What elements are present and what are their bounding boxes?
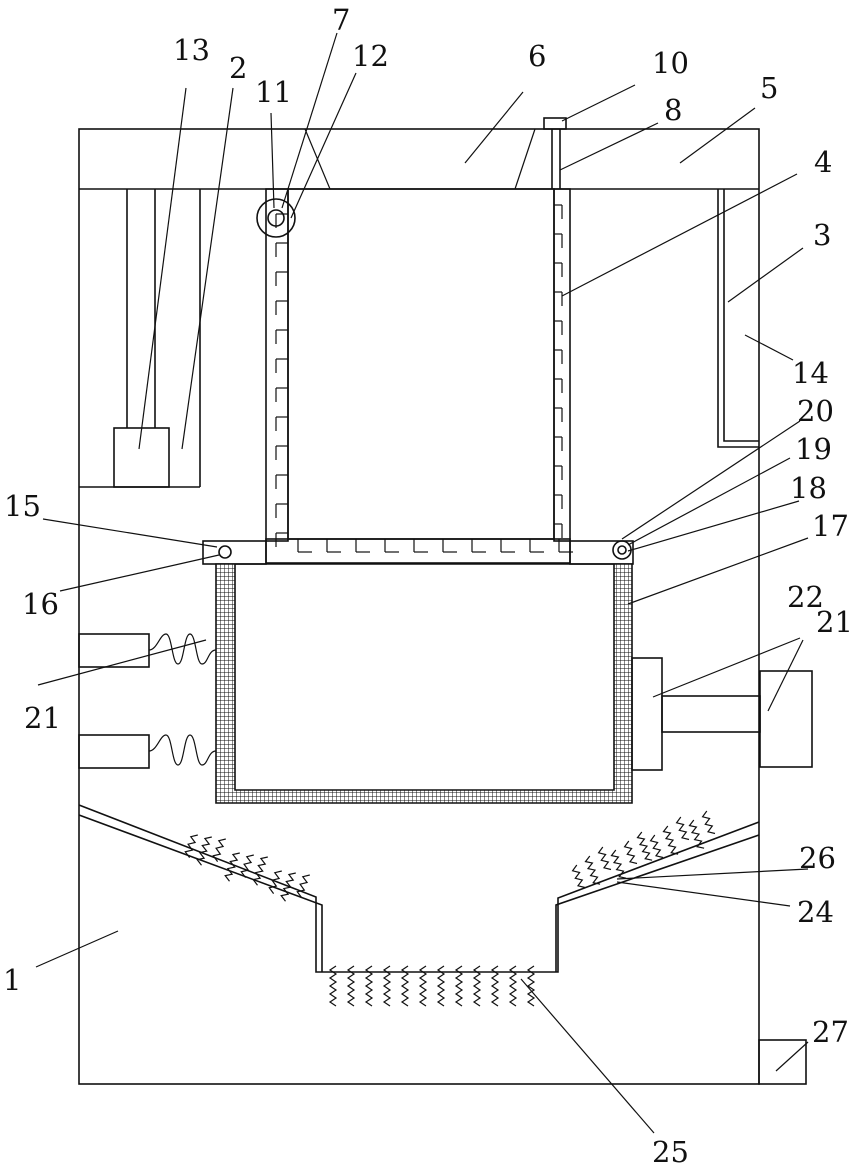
bottom-rack (266, 539, 570, 563)
left-vibrator-lower (79, 735, 149, 768)
right-hinge-plate (570, 541, 633, 564)
housing-outline (79, 129, 759, 1084)
label-10: 10 (652, 46, 689, 80)
label-4: 4 (814, 145, 832, 179)
label-18: 18 (790, 471, 827, 505)
label-6: 6 (528, 39, 546, 73)
motor-shaft (662, 696, 760, 732)
callout-labels: 13 2 11 7 12 6 10 8 5 4 3 14 20 19 18 17… (3, 3, 853, 1169)
bristle (651, 835, 663, 858)
bristle (664, 826, 679, 854)
bristle (241, 855, 254, 878)
left-hinge-plate (203, 541, 266, 564)
bristle (213, 839, 226, 862)
bristle (573, 865, 585, 888)
label-20: 20 (797, 394, 834, 428)
bristle (599, 847, 611, 870)
label-17: 17 (812, 509, 849, 543)
hopper-inner (79, 815, 759, 972)
label-22: 21 (816, 605, 853, 639)
label-12: 12 (352, 39, 389, 73)
top-beam-hatch (515, 129, 535, 189)
bristle (586, 856, 601, 884)
label-1: 1 (3, 963, 21, 997)
left-hinge-pin (219, 546, 231, 558)
bottom-rack-teeth (298, 539, 573, 552)
foot (759, 1040, 806, 1084)
label-2: 2 (229, 51, 247, 85)
motor-body (760, 671, 812, 767)
right-hinge-pin-inner (618, 546, 626, 554)
label-8: 8 (664, 93, 682, 127)
motor-block (114, 428, 169, 487)
left-vibrator-upper (79, 634, 149, 667)
top-cap (544, 118, 566, 129)
sieve-basket (216, 564, 632, 803)
bristle (677, 817, 689, 840)
left-rack (266, 189, 288, 541)
label-24: 24 (797, 895, 834, 929)
right-hinge-pin-outer (613, 541, 631, 559)
label-27: 27 (812, 1015, 849, 1049)
label-25: 25 (652, 1135, 689, 1169)
label-19: 19 (795, 432, 832, 466)
bristle (612, 850, 627, 878)
label-21: 21 (24, 701, 61, 735)
label-16: 16 (22, 587, 59, 621)
bristle (281, 873, 296, 901)
label-7: 7 (332, 3, 350, 37)
hopper (79, 805, 759, 972)
left-rack-teeth (276, 214, 288, 547)
label-15: 15 (4, 489, 41, 523)
label-5: 5 (760, 71, 778, 105)
spring-upper (149, 634, 216, 664)
bristle (703, 811, 715, 834)
right-rack-teeth (554, 205, 562, 538)
label-14: 14 (792, 356, 829, 390)
hanging-bar (724, 189, 759, 441)
label-13: 13 (173, 33, 210, 67)
label-26: 26 (799, 841, 836, 875)
brush-bristles (185, 811, 715, 1006)
central-box (288, 189, 554, 539)
spring-lower (149, 735, 216, 765)
bristle (625, 841, 637, 864)
bristle (638, 832, 653, 860)
label-11: 11 (255, 75, 292, 109)
motor-plate (632, 658, 662, 770)
label-3: 3 (813, 218, 831, 252)
